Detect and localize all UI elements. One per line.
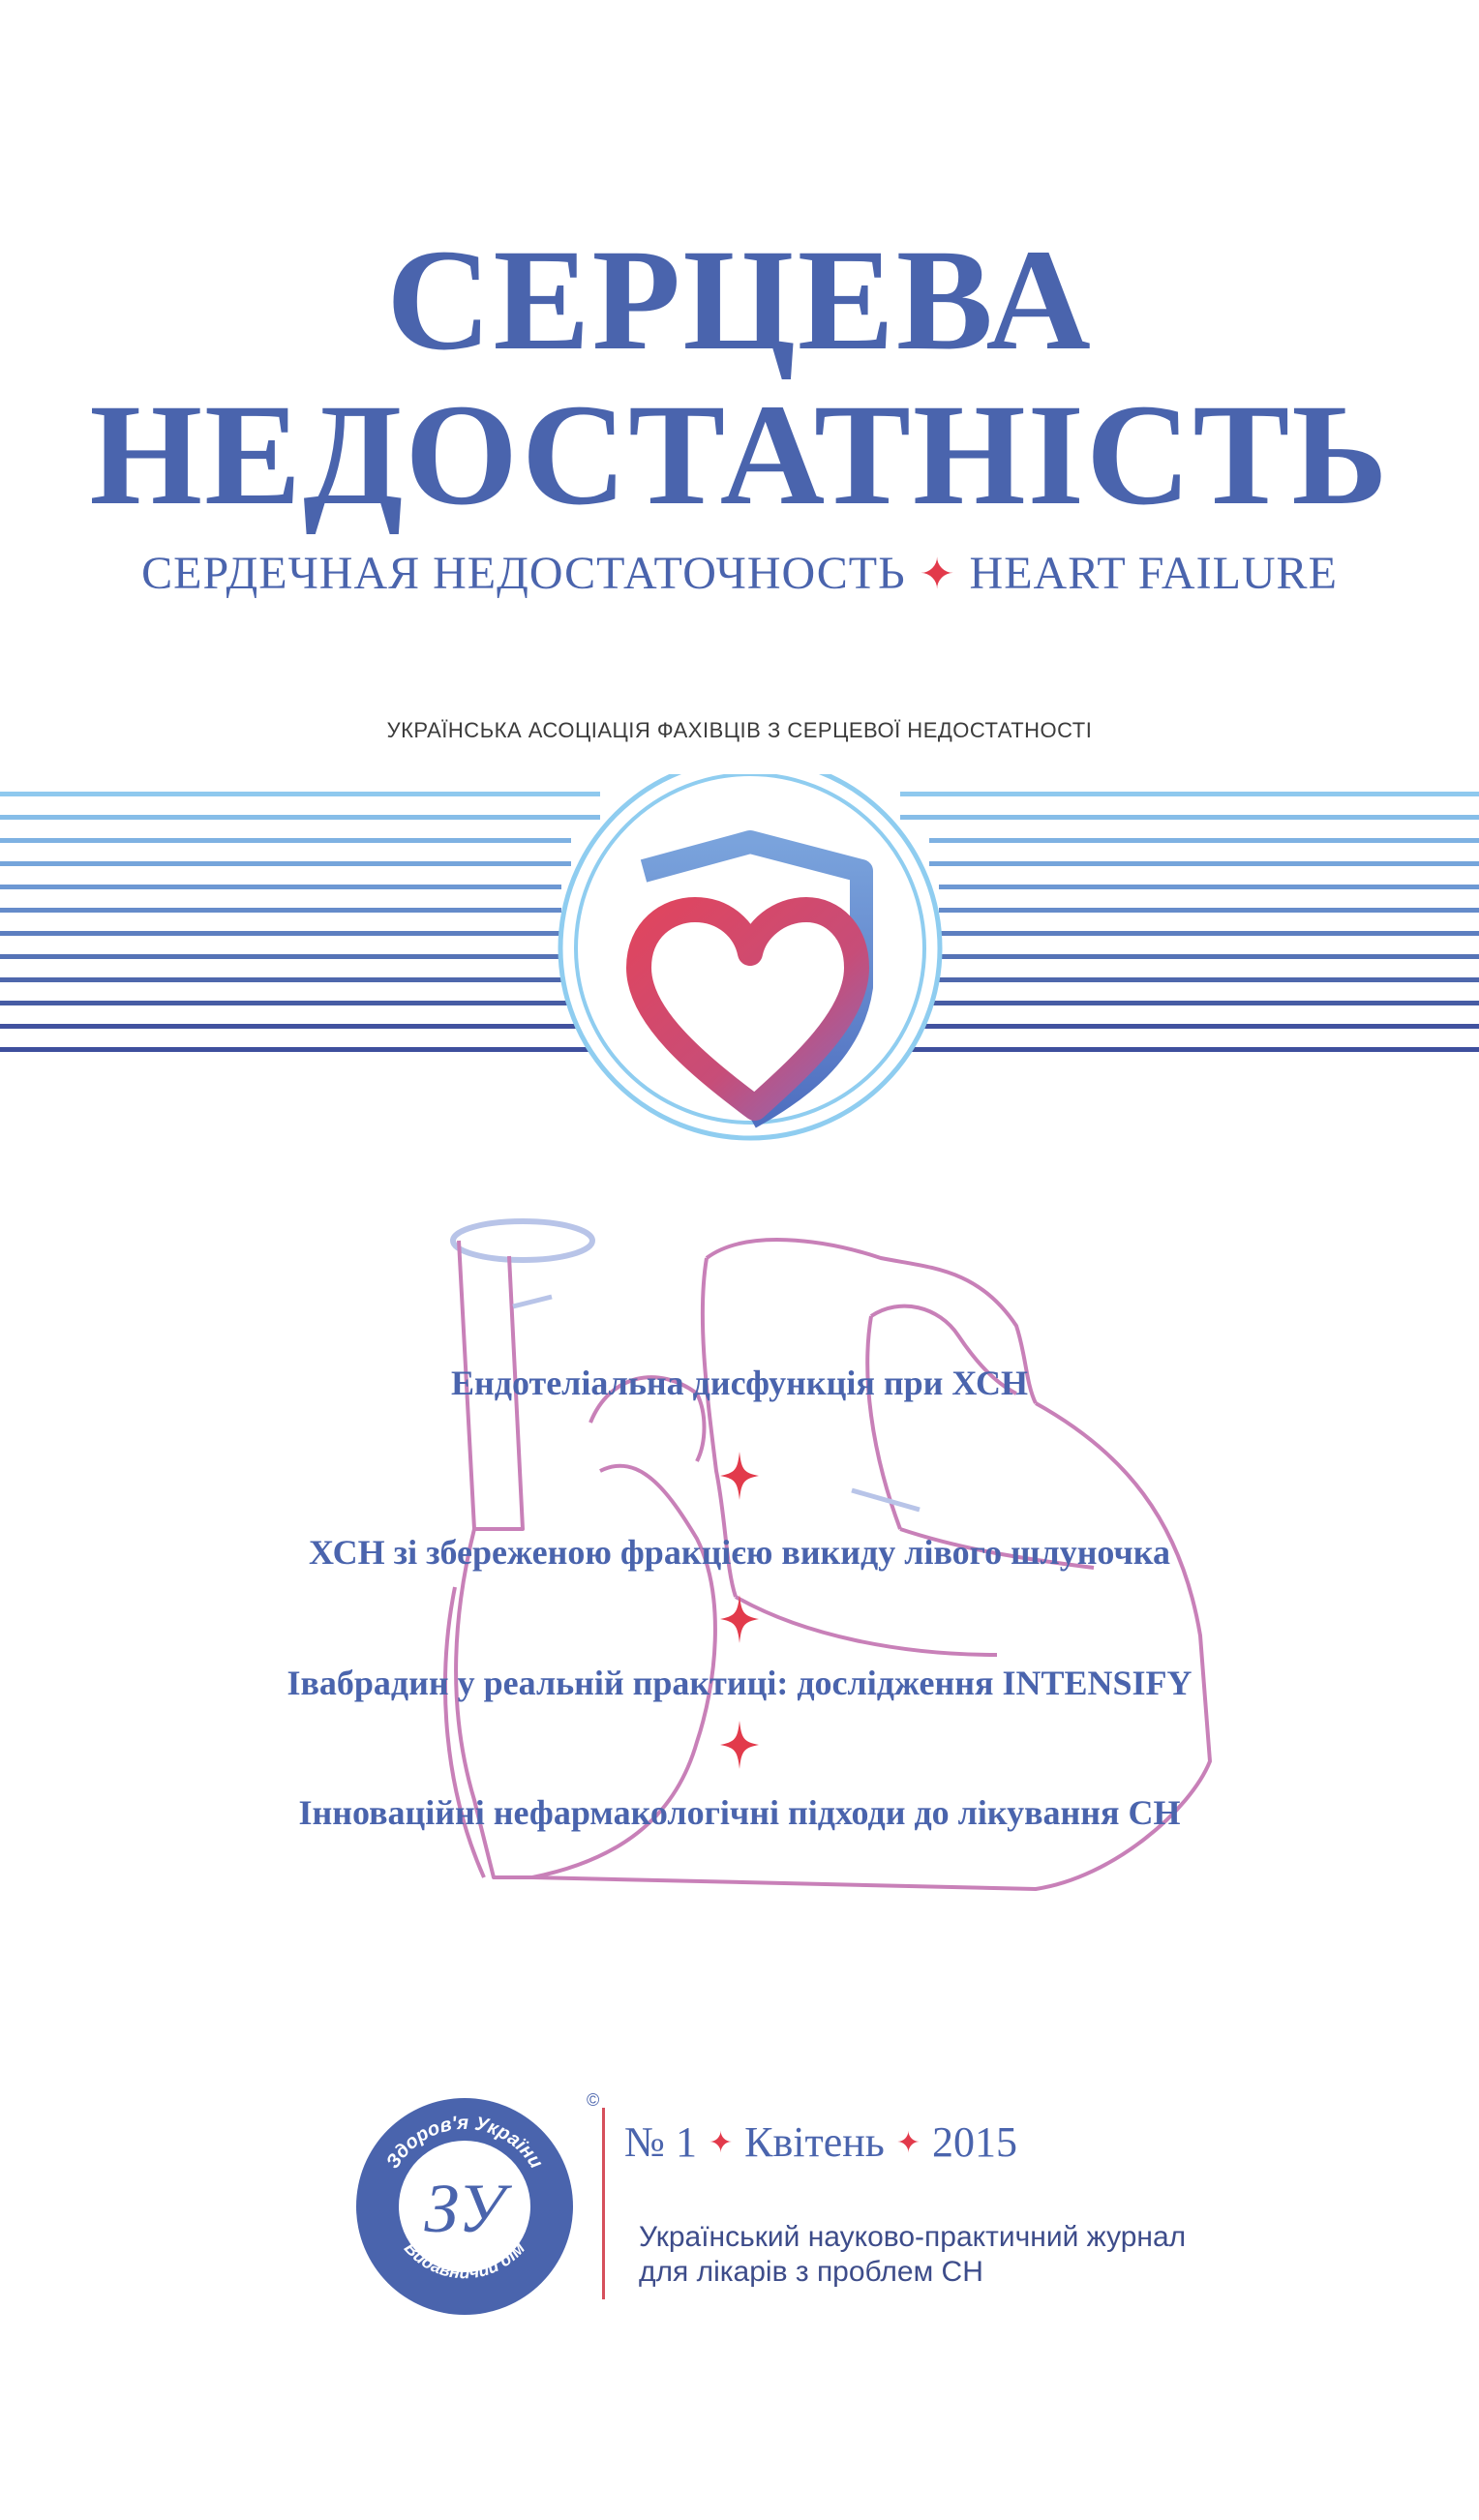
issue-info: № 1 ✦ Квітень ✦ 2015 <box>624 2117 1017 2167</box>
subtitle-ru: СЕРДЕЧНАЯ НЕДОСТАТОЧНОСТЬ <box>141 548 906 599</box>
topic-3: Івабрадин у реальній практиці: досліджен… <box>287 1664 1192 1702</box>
divider-bar <box>602 2108 605 2299</box>
association-name: УКРАЇНСЬКА АСОЦІАЦІЯ ФАХІВЦІВ З СЕРЦЕВОЇ… <box>386 718 1093 742</box>
publisher-logo-icon: Здоров'я України Видавничий дім ЗУ <box>356 2098 573 2315</box>
right-stripes <box>890 792 1479 1052</box>
left-stripes <box>0 792 610 1052</box>
title-line-1: СЕРЦЕВА <box>386 220 1093 380</box>
description-line-1: Український науково-практичний журнал <box>639 2221 1187 2253</box>
star-icon: ✦ <box>895 2127 921 2159</box>
star-separator-icon <box>720 1595 759 1643</box>
star-separator-icon <box>720 1452 759 1500</box>
heart-illustration-icon <box>443 1218 1212 1891</box>
copyright-mark: © <box>587 2090 600 2110</box>
stripes-emblem-graphic <box>0 774 1479 1141</box>
journal-description: Український науково-практичний журнал дл… <box>639 2220 1316 2290</box>
heart-shield-emblem-icon <box>558 774 943 1141</box>
topic-4: Інноваційні нефармакологічні підходи до … <box>298 1793 1181 1832</box>
star-icon: ✦ <box>708 2127 734 2159</box>
title-line-2: НЕДОСТАТНІСТЬ <box>89 375 1390 535</box>
star-separator-icon <box>720 1721 759 1769</box>
issue-month: Квітень <box>744 2118 885 2166</box>
issue-number: № 1 <box>624 2118 697 2166</box>
subtitle-en: HEART FAILURE <box>969 548 1338 599</box>
topic-1: Ендотеліальна дисфункція при ХСН <box>451 1364 1028 1402</box>
topic-2: ХСН зі збереженою фракцією викиду лівого… <box>308 1533 1171 1572</box>
description-line-2: для лікарів з проблем СН <box>639 2256 983 2288</box>
logo-monogram: ЗУ <box>424 2170 512 2247</box>
issue-year: 2015 <box>931 2118 1017 2166</box>
star-icon: ✦ <box>919 551 956 598</box>
subtitle: СЕРДЕЧНАЯ НЕДОСТАТОЧНОСТЬ ✦ HEART FAILURE <box>0 547 1479 600</box>
